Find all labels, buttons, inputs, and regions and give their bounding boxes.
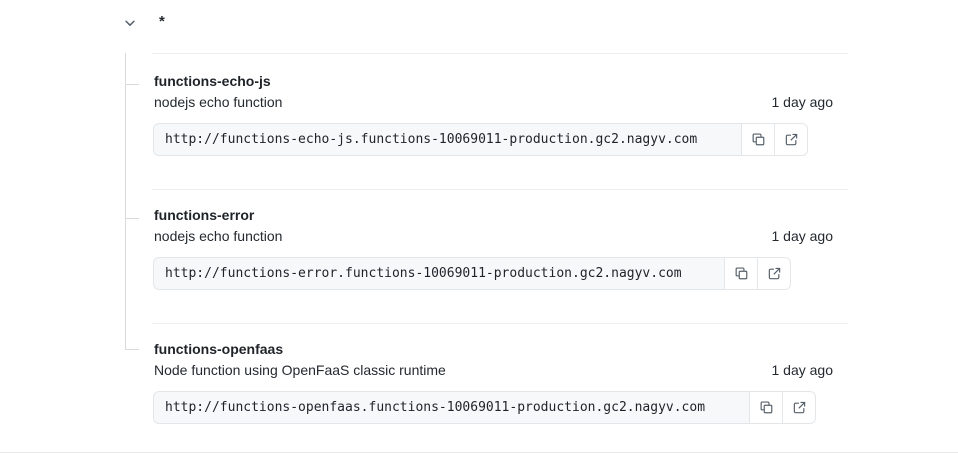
- deployment-description: Node function using OpenFaaS classic run…: [154, 362, 446, 378]
- tree-branch: [125, 349, 139, 350]
- external-link-icon[interactable]: [775, 123, 808, 156]
- deployment-description: nodejs echo function: [154, 228, 283, 244]
- row-separator: [152, 323, 848, 324]
- copy-icon[interactable]: [750, 391, 783, 424]
- tree-branch: [125, 84, 139, 85]
- tree-branch: [125, 218, 139, 219]
- row-separator: [152, 53, 848, 54]
- copy-icon[interactable]: [725, 257, 758, 290]
- deployment-url-group: http://functions-error.functions-1006901…: [153, 257, 791, 290]
- deployment-timestamp: 1 day ago: [771, 362, 834, 378]
- tree-vertical-line: [125, 53, 126, 349]
- deployment-name[interactable]: functions-error: [154, 207, 255, 223]
- panel-bottom-separator: [0, 452, 958, 453]
- external-link-icon[interactable]: [783, 391, 816, 424]
- chevron-down-icon[interactable]: [119, 12, 141, 34]
- deployment-url-field[interactable]: http://functions-error.functions-1006901…: [153, 257, 725, 290]
- group-title: *: [159, 13, 165, 30]
- copy-icon[interactable]: [742, 123, 775, 156]
- group-header: *: [0, 0, 958, 53]
- row-separator: [152, 189, 848, 190]
- deployment-name[interactable]: functions-openfaas: [154, 341, 284, 357]
- deployment-timestamp: 1 day ago: [771, 228, 834, 244]
- external-link-icon[interactable]: [758, 257, 791, 290]
- deployment-url-field[interactable]: http://functions-echo-js.functions-10069…: [153, 123, 742, 156]
- deployment-description: nodejs echo function: [154, 94, 283, 110]
- deployment-url-field[interactable]: http://functions-openfaas.functions-1006…: [153, 391, 750, 424]
- deployment-url-group: http://functions-openfaas.functions-1006…: [153, 391, 816, 424]
- deployment-name[interactable]: functions-echo-js: [154, 73, 271, 89]
- deployment-url-group: http://functions-echo-js.functions-10069…: [153, 123, 808, 156]
- deployment-timestamp: 1 day ago: [771, 94, 834, 110]
